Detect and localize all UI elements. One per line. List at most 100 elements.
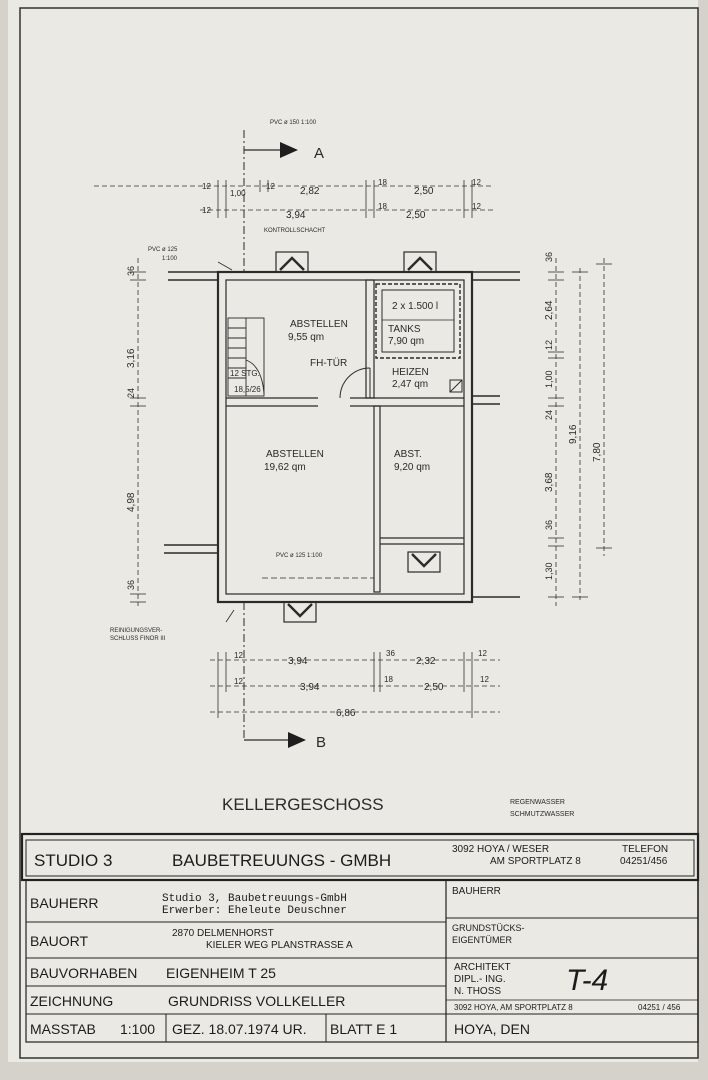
room-heizen-area: 2,47 qm [392, 379, 428, 390]
fh-door-label: FH-TÜR [310, 357, 347, 369]
dim-top-3: 12 [266, 182, 275, 191]
masstab-label: MASSTAB [30, 1021, 96, 1037]
room-tanks-area: 7,90 qm [388, 336, 424, 347]
dimension-lines [94, 180, 612, 718]
dim-overall-1: 9,16 [568, 424, 579, 444]
kontrollschacht-label: KONTROLLSCHACHT [264, 228, 326, 234]
stair [227, 317, 265, 397]
bauherr-label: BAUHERR [30, 895, 98, 911]
bauherr-value-1: Studio 3, Baubetreuungs-GmbH [162, 893, 347, 905]
stair-dimension: 18,5/26 [234, 385, 261, 394]
stair-label: 12 STG. [230, 369, 260, 378]
bauort-label: BAUORT [30, 933, 89, 949]
pvc-top-label: PVC ø 150 1:100 [270, 120, 317, 126]
dim-bottom-4: 2,32 [416, 656, 436, 667]
architekt-phone: 04251 / 456 [638, 1003, 681, 1012]
dim-left-5: 36 [126, 580, 136, 590]
dim-bottom-r2-5: 12 [480, 675, 489, 684]
company-address-2: AM SPORTPLATZ 8 [490, 856, 581, 867]
pvc-left-scale: 1:100 [162, 256, 178, 262]
dim-left-3: 24 [126, 388, 136, 398]
paper [8, 0, 698, 1062]
dim-top-7: 12 [472, 178, 481, 187]
dim-overall-2: 7,80 [592, 442, 603, 462]
room-heizen-name: HEIZEN [392, 367, 429, 378]
masstab-value: 1:100 [120, 1021, 155, 1037]
zeichnung-value: GRUNDRISS VOLLKELLER [168, 993, 345, 1009]
sheet-frame [19, 7, 699, 1059]
room-abstellen-top-area: 9,55 qm [288, 332, 324, 343]
section-a-arrow [280, 142, 298, 158]
dim-top-r2-4: 2,50 [406, 210, 426, 221]
bauherr-value-2: Erwerber: Eheleute Deuschner [162, 905, 347, 917]
section-a-label: A [314, 145, 324, 162]
schmutzwasser-label: SCHMUTZWASSER [510, 811, 574, 818]
dim-bottom-r2-4: 2,50 [424, 682, 444, 693]
dim-left-2: 3,16 [126, 348, 137, 368]
dim-top-r2-2: 3,94 [286, 210, 306, 221]
light-well-top-right [403, 251, 437, 273]
light-well-top-left [275, 251, 309, 273]
floor-plan [164, 130, 520, 748]
inner-wall [225, 279, 465, 595]
fh-door-swing [339, 367, 371, 399]
dim-top-6: 2,50 [414, 186, 434, 197]
dim-top-r2-5: 12 [472, 202, 481, 211]
room-tanks-name: TANKS [388, 324, 421, 335]
boiler-icon [449, 379, 463, 393]
dim-bottom-2: 3,94 [288, 656, 308, 667]
section-b-label: B [316, 734, 326, 751]
bauort-value-1: 2870 DELMENHORST [172, 928, 274, 939]
dim-left-4: 4,98 [126, 492, 137, 512]
dim-top-1: 12 [202, 182, 211, 191]
regenwasser-label: REGENWASSER [510, 799, 565, 806]
dim-right-4: 1,00 [544, 370, 554, 388]
reinigung-label-2: SCHLUSS FINOR III [110, 636, 166, 642]
company-name: STUDIO 3 [34, 851, 112, 870]
dim-right-1: 36 [544, 252, 554, 262]
dim-top-2: 1,00 [230, 189, 246, 198]
light-well-bottom [283, 601, 317, 623]
dim-left-1: 36 [126, 266, 136, 276]
dim-top-5: 18 [378, 178, 387, 187]
outer-wall [216, 270, 474, 604]
dim-right-3: 12 [544, 340, 554, 350]
dim-right-5: 24 [544, 410, 554, 420]
reinigung-label-1: REINIGUNGSVER- [110, 628, 162, 634]
section-b-arrow [288, 732, 306, 748]
grundstueck-label-1: GRUNDSTÜCKS- [452, 923, 525, 933]
bauvorhaben-label: BAUVORHABEN [30, 965, 137, 981]
architekt-3: N. THOSS [454, 986, 501, 997]
title-block: STUDIO 3 BAUBETREUUNGS - GMBH 3092 HOYA … [20, 832, 700, 1043]
dim-right-6: 3,68 [544, 472, 555, 492]
pvc-left-label: PVC ø 125 [148, 247, 178, 253]
dim-bottom-r2-3: 18 [384, 675, 393, 684]
dim-bottom-3: 36 [386, 649, 395, 658]
signature: T-4 [566, 964, 608, 997]
room-abstellen-main-name: ABSTELLEN [266, 449, 324, 460]
blatt-number: BLATT E 1 [330, 1021, 397, 1037]
dim-right-7: 36 [544, 520, 554, 530]
place-date: HOYA, DEN [454, 1021, 530, 1037]
tank-capacity-label: 2 x 1.500 l [392, 301, 438, 312]
room-abstellen-top-name: ABSTELLEN [290, 319, 348, 330]
bauort-value-2: KIELER WEG PLANSTRASSE A [206, 940, 353, 951]
tank-enclosure [375, 283, 461, 359]
room-abstellen-main-area: 19,62 qm [264, 462, 306, 473]
dim-bottom-total: 6,86 [336, 708, 356, 719]
bauvorhaben-value: EIGENHEIM T 25 [166, 965, 276, 981]
dim-bottom-5: 12 [478, 649, 487, 658]
architekt-2: DIPL.- ING. [454, 974, 506, 985]
architekt-address: 3092 HOYA, AM SPORTPLATZ 8 [454, 1003, 573, 1012]
room-abst-area: 9,20 qm [394, 462, 430, 473]
phone-label: TELEFON [622, 844, 668, 855]
pvc-bottom-label: PVC ø 125 1:100 [276, 553, 323, 559]
room-abst-name: ABST. [394, 449, 422, 460]
plan-title: KELLERGESCHOSS [222, 795, 384, 814]
dim-top-r2-3: 18 [378, 202, 387, 211]
dim-bottom-r2-1: 12 [234, 677, 243, 686]
gez-date: GEZ. 18.07.1974 UR. [172, 1021, 307, 1037]
dim-top-r2-1: 12 [202, 206, 211, 215]
dim-top-4: 2,82 [300, 186, 320, 197]
